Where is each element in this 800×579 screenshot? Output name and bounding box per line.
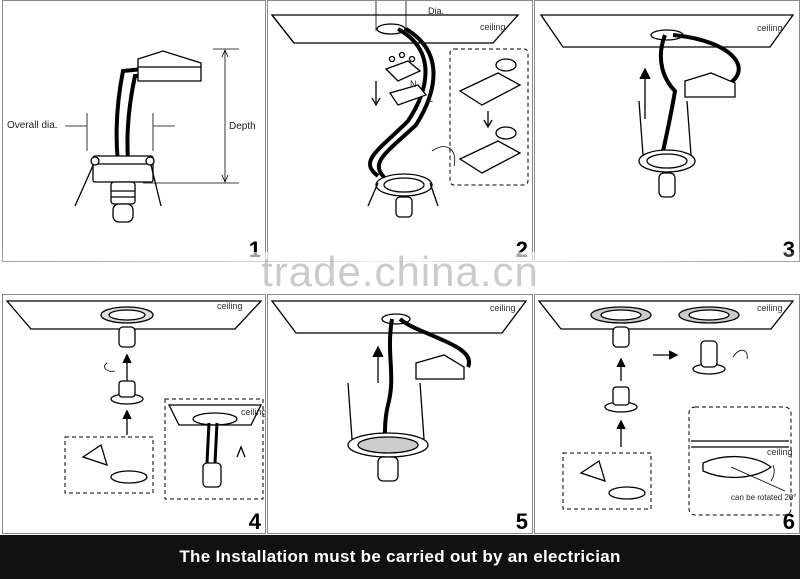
insert-fixture-drawing [270,300,528,482]
overall-dia-label: Overall dia. [7,120,58,131]
step-number: 6 [782,509,795,534]
live-label: L [428,94,434,104]
push-up-drawing [539,14,795,198]
panel-step-1: Overall dia. Depth 1 [2,0,266,262]
ceiling-label: ceiling [217,301,243,311]
panel-step-4: ceiling ceiling 4 [2,294,266,534]
rotate-adjust-drawing [537,300,795,516]
ceiling-label: ceiling [757,303,783,313]
rotate-note: can be rotated 20° [731,493,797,502]
step-number: 4 [248,509,261,534]
panel-step-6: ceiling ceiling can be rotated 20° 6 [534,294,800,534]
panel-step-2: Dia. ceiling N L 2 [267,0,533,262]
electrician-warning-banner: The Installation must be carried out by … [0,535,800,579]
wiring-drawing [270,1,529,218]
fixture-dimensions-drawing [65,48,239,223]
neutral-label: N [410,79,417,89]
step-number: 5 [515,509,528,534]
inset-ceiling-label: ceiling [241,407,266,417]
dia-label: Dia. [428,6,445,16]
ceiling-label: ceiling [490,303,516,313]
depth-label: Depth [229,121,256,132]
panel-step-3: ceiling 3 [534,0,800,262]
panel-step-5: ceiling 5 [267,294,533,534]
ceiling-label: ceiling [480,22,506,32]
watermark-band [0,252,800,292]
ceiling-label: ceiling [757,23,783,33]
inset-ceiling-label: ceiling [767,447,793,457]
lamp-fitting-drawing [5,300,264,500]
